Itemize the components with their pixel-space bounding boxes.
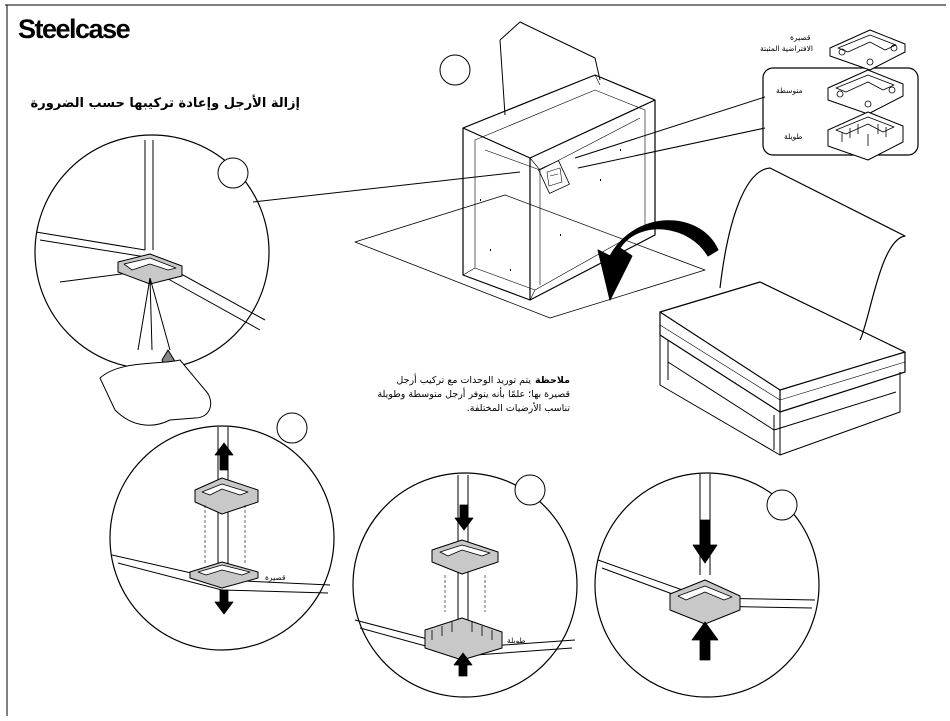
- leader-to-magnifier: [253, 172, 520, 202]
- screwdriver-shafts: [138, 278, 170, 350]
- upright-unit-illustration: [660, 168, 905, 455]
- upright-back-cushion: [720, 168, 905, 340]
- rotation-arrow: [598, 221, 718, 300]
- step-bubble-2: [277, 413, 307, 443]
- cushion-back: [500, 22, 600, 115]
- step-bubble-1: [218, 158, 248, 188]
- leader-to-legend-top: [575, 97, 765, 158]
- arrow-up-4: [692, 622, 718, 660]
- center-bracket: [539, 161, 570, 194]
- overturned-unit-illustration: [253, 22, 765, 318]
- step-bubble-3: [515, 475, 545, 505]
- cabinet-front-edge: [463, 100, 655, 300]
- cabinet-rails: [463, 75, 600, 300]
- arrow-down-4: [693, 520, 717, 563]
- arrow-down-2: [215, 590, 233, 614]
- detail-circle-removal: [35, 135, 269, 425]
- hand-outline: [100, 360, 211, 425]
- legend-foot-short: [830, 30, 905, 70]
- upright-seat-front: [660, 312, 905, 412]
- step-bubble-main: [440, 55, 470, 85]
- detail-circle-long: [353, 473, 577, 697]
- page-frame: [5, 5, 946, 716]
- upright-seat-top: [660, 282, 905, 390]
- foot-medium-top: [432, 540, 498, 574]
- step-bubble-4: [767, 490, 797, 520]
- leg-height-legend: [763, 30, 918, 160]
- legend-foot-medium: [828, 70, 903, 114]
- center-bracket-detail: [547, 168, 562, 186]
- detail-circle-press: [595, 473, 819, 697]
- detail-circle-short: [110, 413, 334, 650]
- foot-short-top: [195, 478, 258, 514]
- legend-foot-long: [828, 112, 903, 160]
